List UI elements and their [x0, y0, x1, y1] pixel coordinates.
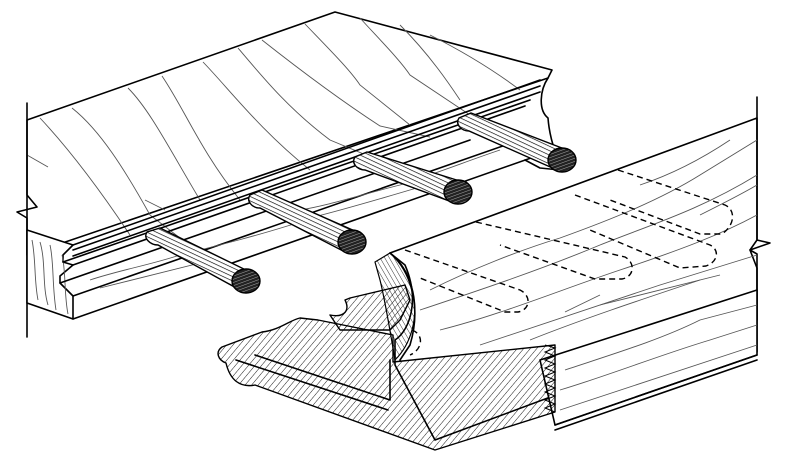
hidden-hole-1 [404, 249, 529, 313]
finger-joint [543, 344, 557, 413]
lower-board [217, 96, 771, 451]
lower-board-grain [419, 139, 758, 346]
dowel-3 [353, 151, 473, 205]
side-face-grain [559, 304, 758, 411]
dowel-4 [457, 112, 577, 173]
upper-board-grain [26, 17, 521, 239]
right-break-line [749, 96, 771, 353]
dowel-2 [248, 189, 367, 255]
lower-board-cross-section [217, 317, 556, 451]
hidden-dowel-holes [404, 169, 734, 313]
hidden-hole-3 [574, 194, 717, 269]
end-grain-lines [31, 239, 69, 315]
dowel-1 [145, 227, 261, 294]
hidden-hole-4 [609, 169, 734, 235]
upper-board-end-section [26, 229, 74, 320]
hidden-hole-2 [475, 221, 633, 280]
dowels [145, 112, 577, 294]
upper-board [16, 11, 561, 338]
